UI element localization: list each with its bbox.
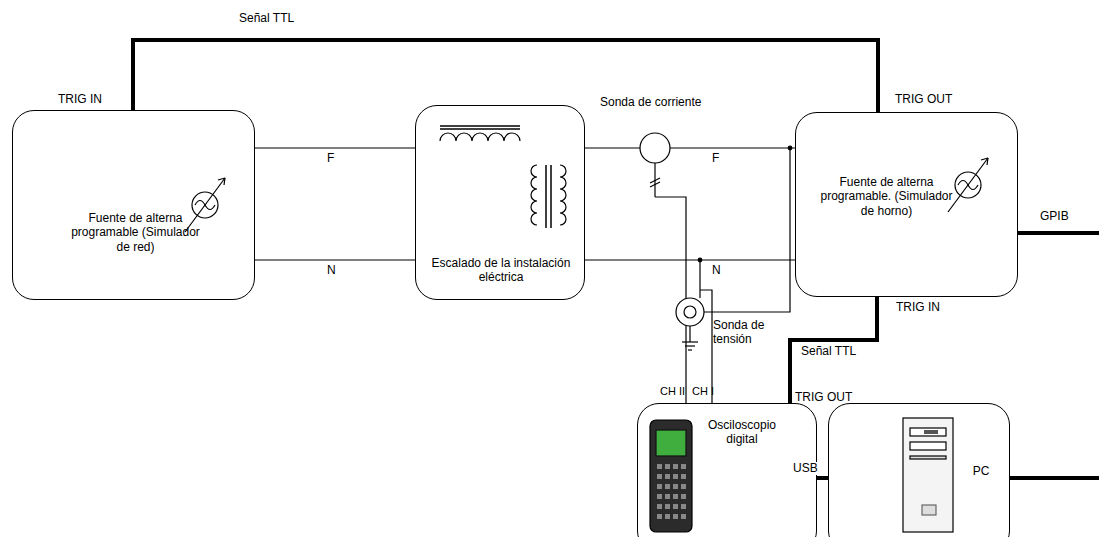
signal-label: Sonda de tensión [713, 318, 775, 347]
signal-label: TRIG OUT [895, 92, 952, 106]
device-box: Escalado de la instalación eléctrica [415, 105, 585, 300]
device-box: PC [828, 403, 1010, 537]
signal-label: CH I [692, 385, 714, 398]
connection-wire [817, 476, 828, 480]
signal-label: TRIG OUT [795, 390, 852, 404]
connection-wire [585, 259, 795, 260]
device-name: Escalado de la instalación eléctrica [424, 256, 578, 285]
connection-wire [255, 147, 415, 148]
signal-label: TRIG IN [58, 92, 102, 106]
transformer-symbol [531, 165, 566, 228]
device-box: Fuente de alterna programable (Simulador… [12, 110, 255, 300]
voltage-probe-symbol [676, 146, 792, 403]
wire-label: Señal TTL [238, 12, 295, 25]
connection-wire [585, 147, 795, 148]
device-name: Fuente de alterna programable. (Simulado… [814, 175, 959, 218]
connection-wire [133, 40, 878, 112]
pc-cable [1010, 476, 1099, 480]
connection-wire [255, 259, 415, 260]
pc-tower-picture [903, 418, 953, 532]
wire-label: USB [792, 462, 819, 475]
wire-label: N [711, 264, 722, 277]
signal-label: CH II [660, 385, 685, 398]
device-box: Osciloscopio digital [637, 403, 817, 537]
connection-wire [790, 297, 877, 403]
ac-source-symbol [948, 158, 988, 212]
wire-label: F [326, 152, 335, 165]
current-probe-symbol [640, 133, 686, 403]
wire-label: N [326, 264, 337, 277]
wire-label: Señal TTL [800, 345, 857, 358]
oscilloscope-picture [650, 420, 692, 532]
signal-label: GPIB [1040, 209, 1069, 223]
device-name: PC [961, 464, 1001, 478]
signal-label: TRIG IN [896, 300, 940, 314]
signal-label: Sonda de corriente [600, 95, 701, 109]
device-name: Osciloscopio digital [700, 418, 784, 447]
wire-label: F [711, 152, 720, 165]
gpib-cable [1018, 231, 1099, 235]
ac-source-symbol [185, 178, 225, 232]
device-box: Fuente de alterna programable. (Simulado… [795, 112, 1018, 297]
device-name: Fuente de alterna programable (Simulador… [68, 211, 203, 254]
inductor-symbol [440, 126, 520, 141]
